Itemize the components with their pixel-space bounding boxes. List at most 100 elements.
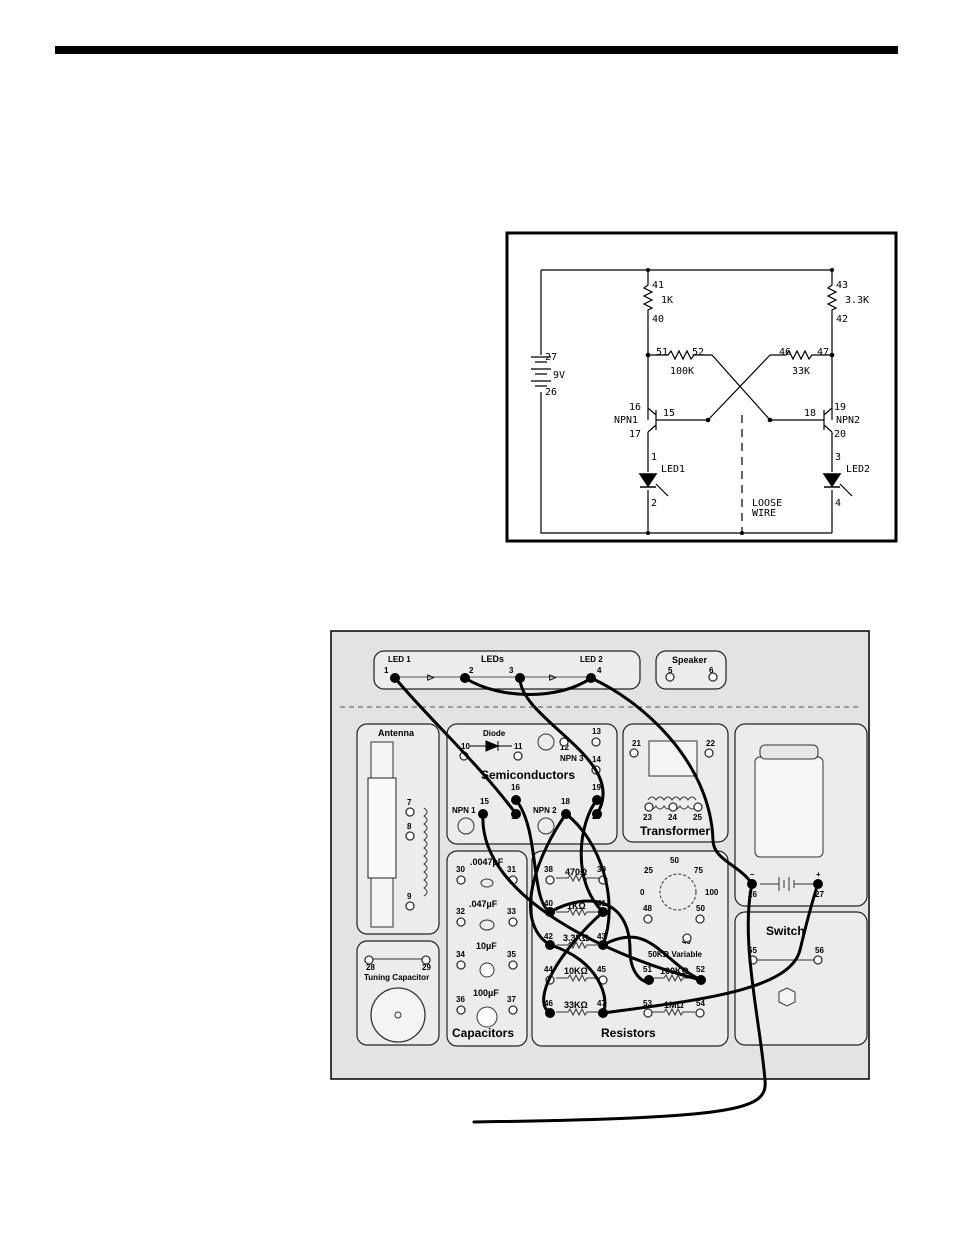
schematic-frame [505, 231, 898, 543]
pot-icon [659, 873, 697, 911]
sch-r3-right: 52 [692, 347, 704, 358]
led1-label: LED 1 [388, 655, 411, 664]
sch-q2-name: NPN2 [836, 415, 860, 426]
sch-q1-b: 15 [663, 408, 675, 419]
wire-41-to-46 [542, 910, 605, 1015]
led-term-1-label: 1 [384, 666, 389, 675]
npn3-icon [537, 733, 555, 751]
res-1m-label: 1MΩ [664, 1000, 684, 1010]
sch-r1-value: 1K [661, 295, 673, 306]
cap-term-37-label: 37 [507, 995, 516, 1004]
res-term-52-label: 52 [696, 965, 705, 974]
antenna-term-7-label: 7 [407, 798, 412, 807]
tuning-dial-icon [370, 987, 426, 1043]
sch-r3-value: 100K [670, 366, 694, 377]
sch-q1-name: NPN1 [614, 415, 638, 426]
res-10k-label: 10KΩ [564, 966, 588, 976]
sch-q1-c: 16 [629, 402, 641, 413]
tuning-dial-center [394, 1011, 402, 1019]
led-term-4-label: 4 [597, 666, 602, 675]
pot-dial-75: 75 [694, 866, 703, 875]
jumper-wires [393, 676, 820, 1124]
semi-term-10-label: 10 [461, 742, 470, 751]
cap-term-34-label: 34 [456, 950, 465, 959]
tuning-term-29-label: 29 [422, 963, 431, 972]
capacitors-title: Capacitors [452, 1026, 514, 1040]
switch-panel [734, 911, 868, 1046]
battery-icon [754, 756, 824, 858]
cap-0047-label: .0047µF [470, 857, 504, 867]
capacitors-panel [446, 850, 528, 1047]
battery-term-27-label: 27 [815, 890, 824, 899]
pot-dial-0: 0 [640, 888, 645, 897]
battery-cell-icon [760, 877, 815, 891]
semi-term-14-label: 14 [592, 755, 601, 764]
sch-r1-top: 41 [652, 280, 664, 291]
wire-led1-to-17 [393, 676, 518, 816]
used-terminals [390, 673, 823, 1018]
res-term-43-label: 43 [597, 932, 606, 941]
header-rule [55, 46, 898, 54]
cap-term-32-label: 32 [456, 907, 465, 916]
speaker-term-5-label: 5 [668, 666, 673, 675]
pot-dial-25: 25 [644, 866, 653, 875]
tuning-title: Tuning Capacitor [364, 973, 429, 982]
antenna-core [367, 777, 397, 879]
semi-term-12-label: 12 [560, 743, 569, 752]
schematic-diagram: 41 1K 40 43 3.3K 42 51 52 100K 46 47 33K… [505, 231, 898, 543]
res-term-45-label: 45 [597, 965, 606, 974]
semi-term-16-label: 16 [511, 783, 520, 792]
wire-led2-to-led3 [463, 676, 593, 696]
sch-batt-value: 9V [553, 370, 565, 381]
res-1k-label: 1KΩ [567, 901, 586, 911]
led-term-2-label: 2 [469, 666, 474, 675]
antenna-title: Antenna [378, 728, 415, 738]
transformer-icon [648, 740, 698, 777]
pot-label: 50KΩ Variable [648, 950, 703, 959]
res-term-40-label: 40 [544, 899, 553, 908]
cap-0047-icon [480, 878, 494, 888]
transformer-title: Transformer [640, 824, 710, 838]
res-term-50-label: 50 [696, 904, 705, 913]
cap-100-label: 100µF [473, 988, 499, 998]
npn1-label: NPN 1 [452, 806, 476, 815]
wire-loose-from-26 [472, 882, 767, 1124]
res-term-53-label: 53 [643, 999, 652, 1008]
battery-term-26-label: 26 [748, 890, 757, 899]
cap-10-icon [479, 962, 495, 978]
led-term-3-label: 3 [509, 666, 514, 675]
wire-47-to-27 [601, 882, 820, 1015]
cap-term-30-label: 30 [456, 865, 465, 874]
semi-term-15-label: 15 [480, 797, 489, 806]
npn3-label: NPN 3 [560, 754, 584, 763]
semi-term-11-label: 11 [514, 742, 523, 751]
sch-loose-label-1: LOOSE [752, 498, 782, 509]
sch-batt-top: 27 [545, 352, 557, 363]
res-470-label: 470Ω [565, 867, 587, 877]
sch-r2-top: 43 [836, 280, 848, 291]
sch-loose-label-2: WIRE [752, 508, 776, 519]
switch-term-56-label: 56 [815, 946, 824, 955]
sch-led2-bottom: 4 [835, 498, 841, 509]
diode-icon [470, 740, 512, 752]
semis-title: Semiconductors [481, 768, 575, 782]
wire-led4-to-neg26 [589, 676, 754, 886]
wire-43-to-52 [601, 935, 703, 982]
xfmr-term-21-label: 21 [632, 739, 641, 748]
sch-r2-value: 3.3K [845, 295, 869, 306]
sch-batt-bottom: 26 [545, 387, 557, 398]
switch-knob-icon [778, 987, 796, 1007]
led2-label: LED 2 [580, 655, 603, 664]
sch-led1-bottom: 2 [651, 498, 657, 509]
sch-led1-name: LED1 [661, 464, 685, 475]
sch-r3-left: 51 [656, 347, 668, 358]
antenna-term-8-label: 8 [407, 822, 412, 831]
cap-100-icon [476, 1006, 498, 1028]
semi-term-18-label: 18 [561, 797, 570, 806]
npn2-icon [537, 817, 555, 835]
res-33k-label: 33KΩ [564, 1000, 588, 1010]
battery-minus-label: – [750, 870, 755, 879]
antenna-coil-icon [423, 807, 428, 897]
res-term-42-label: 42 [544, 932, 553, 941]
pot-dial-50: 50 [670, 856, 679, 865]
